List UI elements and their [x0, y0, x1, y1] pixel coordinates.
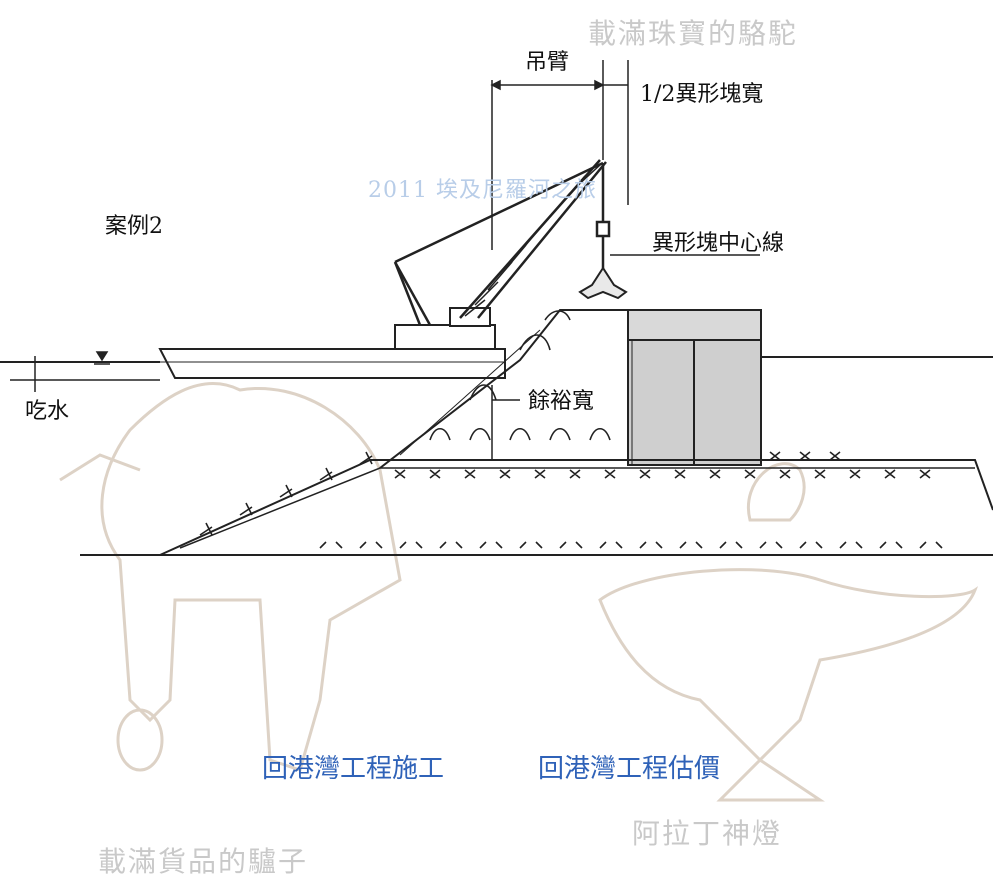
- label-crane-arm: 吊臂: [525, 50, 570, 75]
- watermark-lamp: 阿拉丁神燈: [632, 817, 783, 850]
- link-construction[interactable]: 回港灣工程施工: [262, 754, 445, 784]
- watermark-trip: 2011 埃及尼羅河之旅: [368, 178, 597, 203]
- crane: [393, 159, 611, 326]
- label-half-width: 1/2異形塊寬: [640, 82, 764, 107]
- watermark-donkey: 載滿貨品的驢子: [98, 845, 309, 878]
- draft-marker: [34, 351, 110, 392]
- label-draft: 吃水: [25, 399, 70, 424]
- breakwater-mound: [80, 309, 993, 556]
- label-centerline: 異形塊中心線: [652, 231, 785, 256]
- armor-units: [199, 310, 943, 549]
- caisson: [627, 309, 762, 466]
- background-sketch: [59, 382, 979, 802]
- hanging-tetrapod: [578, 266, 628, 300]
- label-case: 案例2: [105, 214, 163, 239]
- barge: [158, 307, 506, 379]
- link-estimate[interactable]: 回港灣工程估價: [538, 754, 721, 784]
- watermark-camel: 載滿珠寶的駱駝: [588, 17, 799, 50]
- dimension-lines: [490, 60, 760, 460]
- label-margin-width: 餘裕寬: [528, 389, 595, 414]
